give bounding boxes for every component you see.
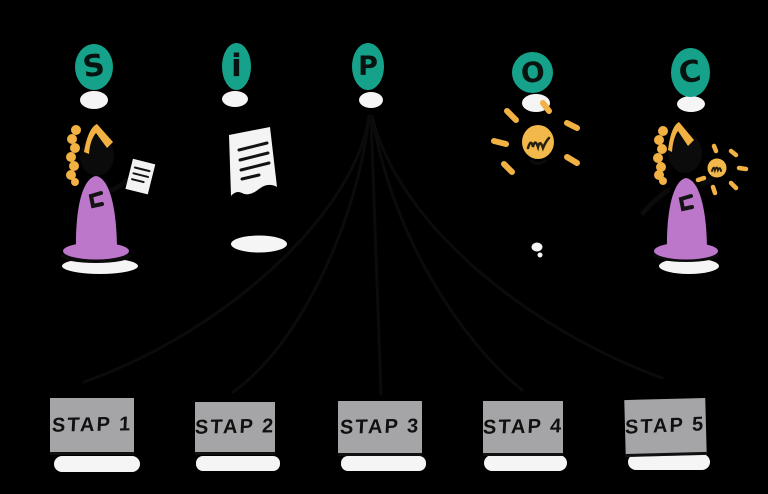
customer-person-icon (640, 122, 749, 274)
customer-hair-curls (653, 126, 668, 185)
output-lightbulb-icon (491, 100, 580, 258)
badge-p-shadow (359, 92, 383, 108)
step-2-shadow (196, 456, 280, 471)
badge-letter: P (358, 51, 378, 82)
badge-c-shadow (677, 96, 705, 112)
step-label: STAP 3 (339, 414, 421, 439)
bulb-base (529, 159, 547, 165)
sipoc-badge-customers: C (671, 48, 710, 97)
bulb-drip-shadow (531, 242, 543, 258)
step-shadow-bars (54, 454, 710, 472)
customer-head (668, 133, 702, 173)
bulb-filament (526, 136, 551, 152)
customer-chest-mark (678, 194, 694, 212)
process-step-box-1: STAP 1 (50, 398, 134, 455)
step-label: STAP 5 (625, 412, 706, 439)
process-branch-lines-icon (82, 114, 664, 396)
customer-hair-swoosh (668, 122, 694, 152)
document-ground-shadow (231, 235, 287, 253)
badge-letter: i (231, 48, 242, 84)
branch-line-5 (370, 114, 664, 380)
process-step-box-4: STAP 4 (482, 401, 564, 456)
step-label: STAP 1 (51, 412, 133, 437)
step-label: STAP 2 (194, 414, 276, 439)
process-step-box-3: STAP 3 (338, 401, 422, 456)
process-step-box-2: STAP 2 (194, 402, 276, 455)
badge-shadow-blobs (80, 91, 705, 112)
coin-sparkle-icon (695, 143, 749, 196)
step-1-shadow (54, 456, 140, 472)
branch-line-2 (231, 114, 371, 394)
step-label: STAP 4 (482, 414, 564, 439)
branch-line-4 (370, 114, 524, 392)
badge-letter: O (518, 54, 547, 90)
bulb-rays (491, 100, 580, 175)
bulb-glass (522, 125, 554, 159)
step-5-shadow (628, 454, 710, 470)
badge-s-shadow (80, 91, 108, 109)
sipoc-badge-suppliers: S (75, 44, 113, 90)
supplier-hair-swoosh (84, 124, 113, 154)
supplier-chest-mark (88, 191, 104, 209)
input-document-icon (229, 127, 287, 253)
document-sheet (229, 127, 277, 196)
step-4-shadow (484, 455, 567, 471)
coin-rays (695, 143, 749, 196)
held-paper-icon (125, 158, 156, 195)
supplier-hair-curls (66, 125, 81, 186)
step-3-shadow (341, 456, 426, 471)
process-step-box-5: STAP 5 (624, 397, 707, 458)
sipoc-badge-process: P (352, 43, 384, 90)
customer-ground-shadow (659, 258, 719, 274)
supplier-person-icon (61, 124, 156, 274)
customer-body (666, 178, 707, 252)
coin-mark (711, 166, 722, 174)
sipoc-badge-outputs: O (512, 52, 553, 93)
branch-line-3 (369, 114, 383, 396)
badge-letter: C (677, 53, 704, 91)
badge-letter: S (80, 47, 108, 86)
badge-i-shadow (222, 91, 248, 107)
supplier-body (75, 176, 117, 252)
document-text-lines (237, 141, 271, 181)
branch-line-1 (82, 114, 371, 384)
sipoc-badge-inputs: i (222, 43, 251, 90)
